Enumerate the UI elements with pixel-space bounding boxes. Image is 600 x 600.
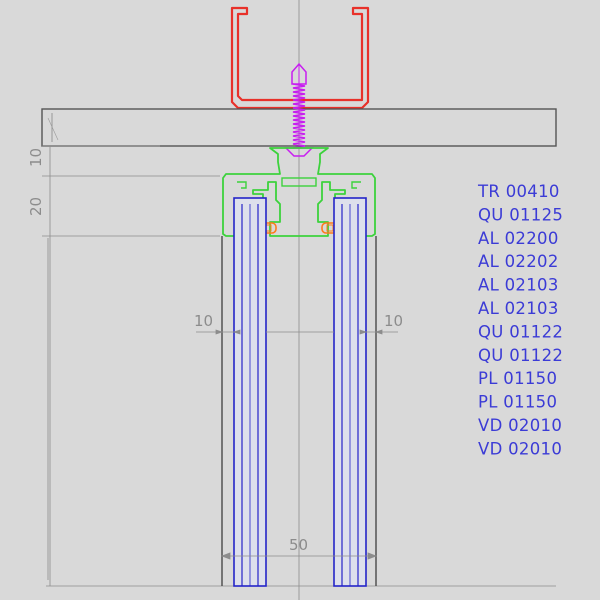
dimension-glass-spacing: 50 [289,536,308,554]
part-code: QU 01122 [478,322,563,341]
part-code: VD 02010 [478,439,562,458]
dimension-profile-height: 20 [27,197,45,216]
steel-c-channel [230,6,370,110]
profile-slot [281,177,317,187]
part-code: AL 02103 [478,276,559,295]
part-code: QU 01125 [478,205,563,224]
dimension-lines-left [42,145,556,587]
slab-hatch [47,117,59,141]
gap-dimension-lines [196,329,398,560]
profile-hook-right [351,181,361,189]
part-code: AL 02103 [478,299,559,318]
glass-pane-right [333,197,367,587]
part-code: AL 02202 [478,252,559,271]
profile-hook-left [237,181,247,189]
part-code: PL 01150 [478,393,557,412]
frame-outline [221,236,377,586]
part-code: VD 02010 [478,416,562,435]
self-drilling-screw [284,62,314,157]
dimension-slab-offset: 10 [27,148,45,167]
dimension-left-gap: 10 [194,312,213,330]
glass-pane-left [233,197,267,587]
part-code: AL 02200 [478,229,559,248]
dimension-right-gap: 10 [384,312,403,330]
part-code: PL 01150 [478,369,557,388]
part-code: TR 00410 [477,182,560,201]
part-code: QU 01122 [478,346,563,365]
part-code-list: TR 00410 QU 01125 AL 02200 AL 02202 AL 02103… [477,182,563,458]
